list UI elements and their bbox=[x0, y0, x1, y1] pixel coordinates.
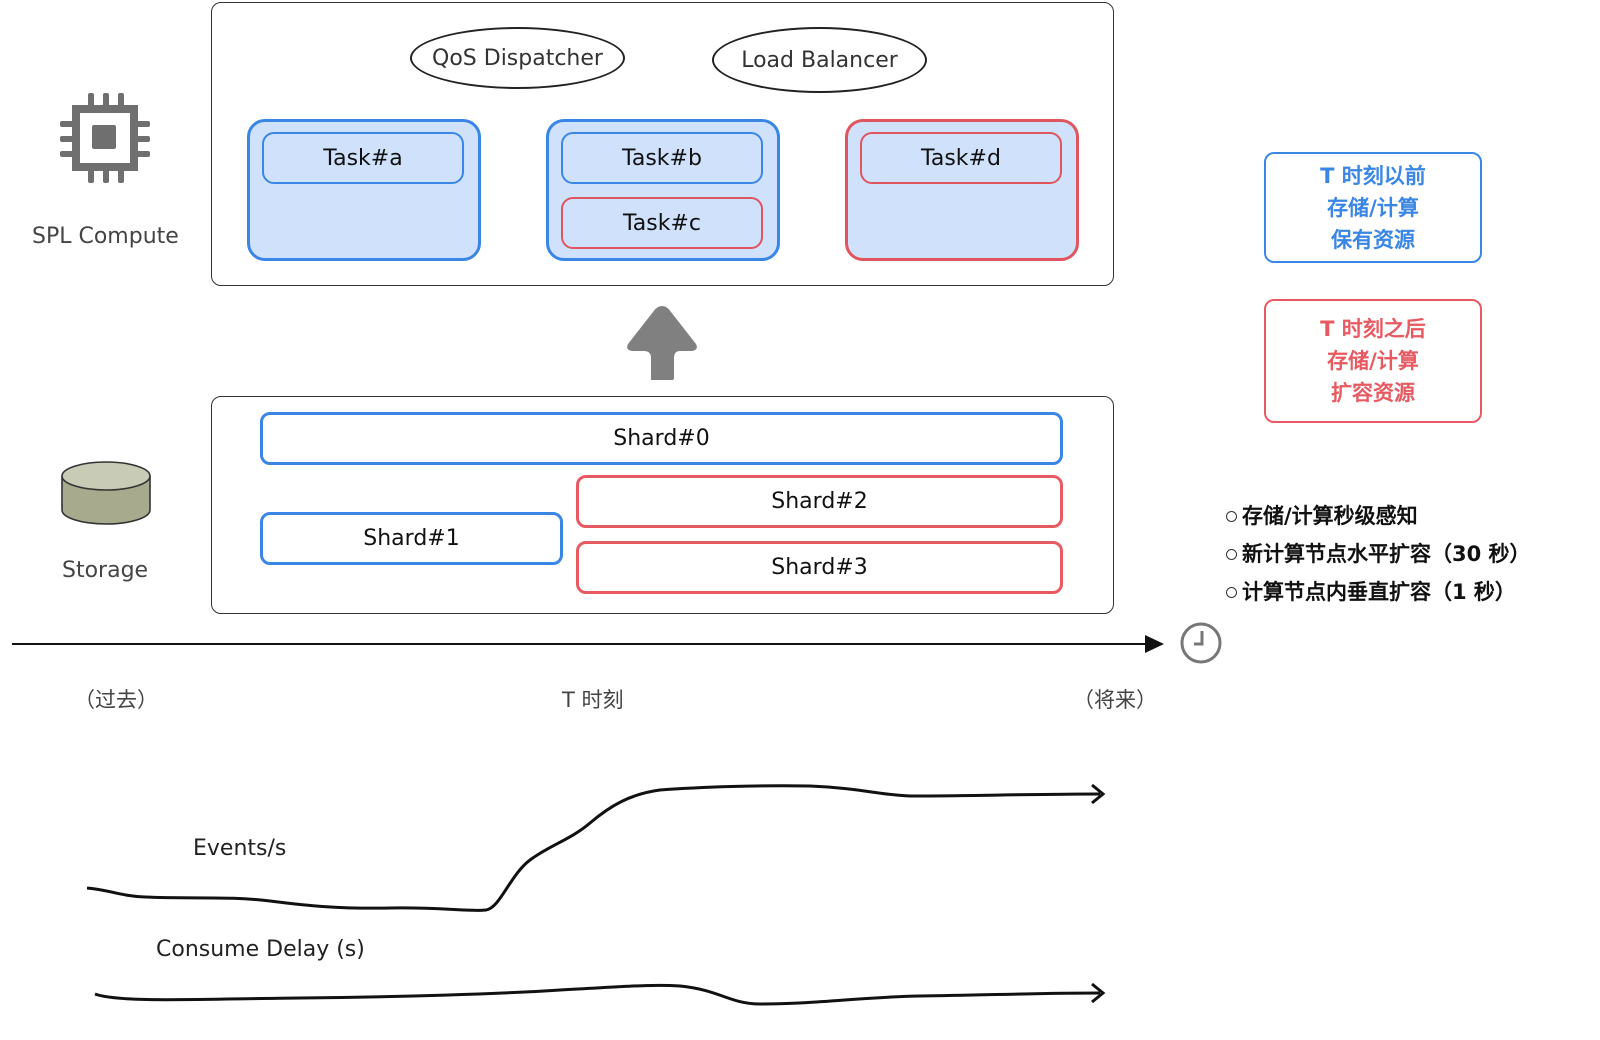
storage-label: Storage bbox=[62, 558, 149, 583]
spl-compute-label: SPL Compute bbox=[32, 224, 179, 249]
legend-before-line: 保有资源 bbox=[1331, 227, 1415, 252]
storage-panel: Shard#0 Shard#1 Shard#2 Shard#3 bbox=[211, 396, 1114, 614]
timeline-axis bbox=[12, 635, 1164, 653]
consume-delay-curve bbox=[94, 983, 1101, 1006]
legend-before: T 时刻以前 存储/计算 保有资源 bbox=[1264, 152, 1482, 263]
feature-item: 存储/计算秒级感知 bbox=[1226, 497, 1531, 535]
feature-item: 新计算节点水平扩容（30 秒） bbox=[1226, 535, 1531, 573]
delay-arrowhead bbox=[1091, 982, 1106, 1004]
events-label: Events/s bbox=[193, 836, 287, 861]
task-b: Task#b bbox=[561, 132, 763, 184]
bullet-circle-icon bbox=[1226, 510, 1237, 522]
compute-node-1: Task#a bbox=[247, 119, 481, 261]
timeline-past-label: （过去） bbox=[74, 688, 158, 712]
events-arrowhead bbox=[1091, 783, 1106, 805]
task-c: Task#c bbox=[561, 197, 763, 249]
feature-text: 新计算节点水平扩容（30 秒） bbox=[1242, 542, 1531, 566]
legend-after-line: 存储/计算 bbox=[1327, 349, 1419, 373]
legend-after: T 时刻之后 存储/计算 扩容资源 bbox=[1264, 299, 1482, 423]
trend-curves bbox=[86, 783, 1106, 1006]
task-d: Task#d bbox=[860, 132, 1062, 184]
feature-item: 计算节点内垂直扩容（1 秒） bbox=[1226, 573, 1531, 611]
timeline-future-label: （将来） bbox=[1073, 688, 1157, 712]
database-cylinder-icon bbox=[61, 461, 151, 525]
task-a: Task#a bbox=[262, 132, 464, 184]
feature-text: 计算节点内垂直扩容（1 秒） bbox=[1242, 580, 1516, 604]
legend-before-line: 存储/计算 bbox=[1327, 195, 1419, 220]
qos-dispatcher: QoS Dispatcher bbox=[410, 27, 625, 89]
legend-after-line: T 时刻之后 bbox=[1320, 317, 1426, 341]
bullet-circle-icon bbox=[1226, 586, 1237, 598]
legend-after-line: 扩容资源 bbox=[1331, 381, 1415, 405]
compute-node-2: Task#b Task#c bbox=[546, 119, 780, 261]
up-arrow-icon bbox=[627, 306, 697, 380]
timeline-arrowhead bbox=[1145, 635, 1164, 653]
clock-icon bbox=[1180, 622, 1222, 664]
load-balancer: Load Balancer bbox=[712, 27, 927, 93]
shard-0: Shard#0 bbox=[260, 412, 1063, 465]
shard-1: Shard#1 bbox=[260, 512, 563, 565]
compute-node-3: Task#d bbox=[845, 119, 1079, 261]
feature-text: 存储/计算秒级感知 bbox=[1242, 504, 1418, 528]
compute-panel: QoS Dispatcher Load Balancer Task#a Task… bbox=[211, 2, 1114, 286]
events-curve bbox=[86, 784, 1101, 912]
legend-before-line: T 时刻以前 bbox=[1320, 163, 1426, 188]
shard-3: Shard#3 bbox=[576, 541, 1063, 594]
shard-2: Shard#2 bbox=[576, 475, 1063, 528]
cpu-chip-icon bbox=[60, 93, 150, 183]
bullet-circle-icon bbox=[1226, 548, 1237, 560]
feature-list: 存储/计算秒级感知 新计算节点水平扩容（30 秒） 计算节点内垂直扩容（1 秒） bbox=[1226, 497, 1531, 611]
consume-delay-label: Consume Delay (s) bbox=[156, 937, 365, 962]
timeline-t-label: T 时刻 bbox=[562, 688, 624, 712]
